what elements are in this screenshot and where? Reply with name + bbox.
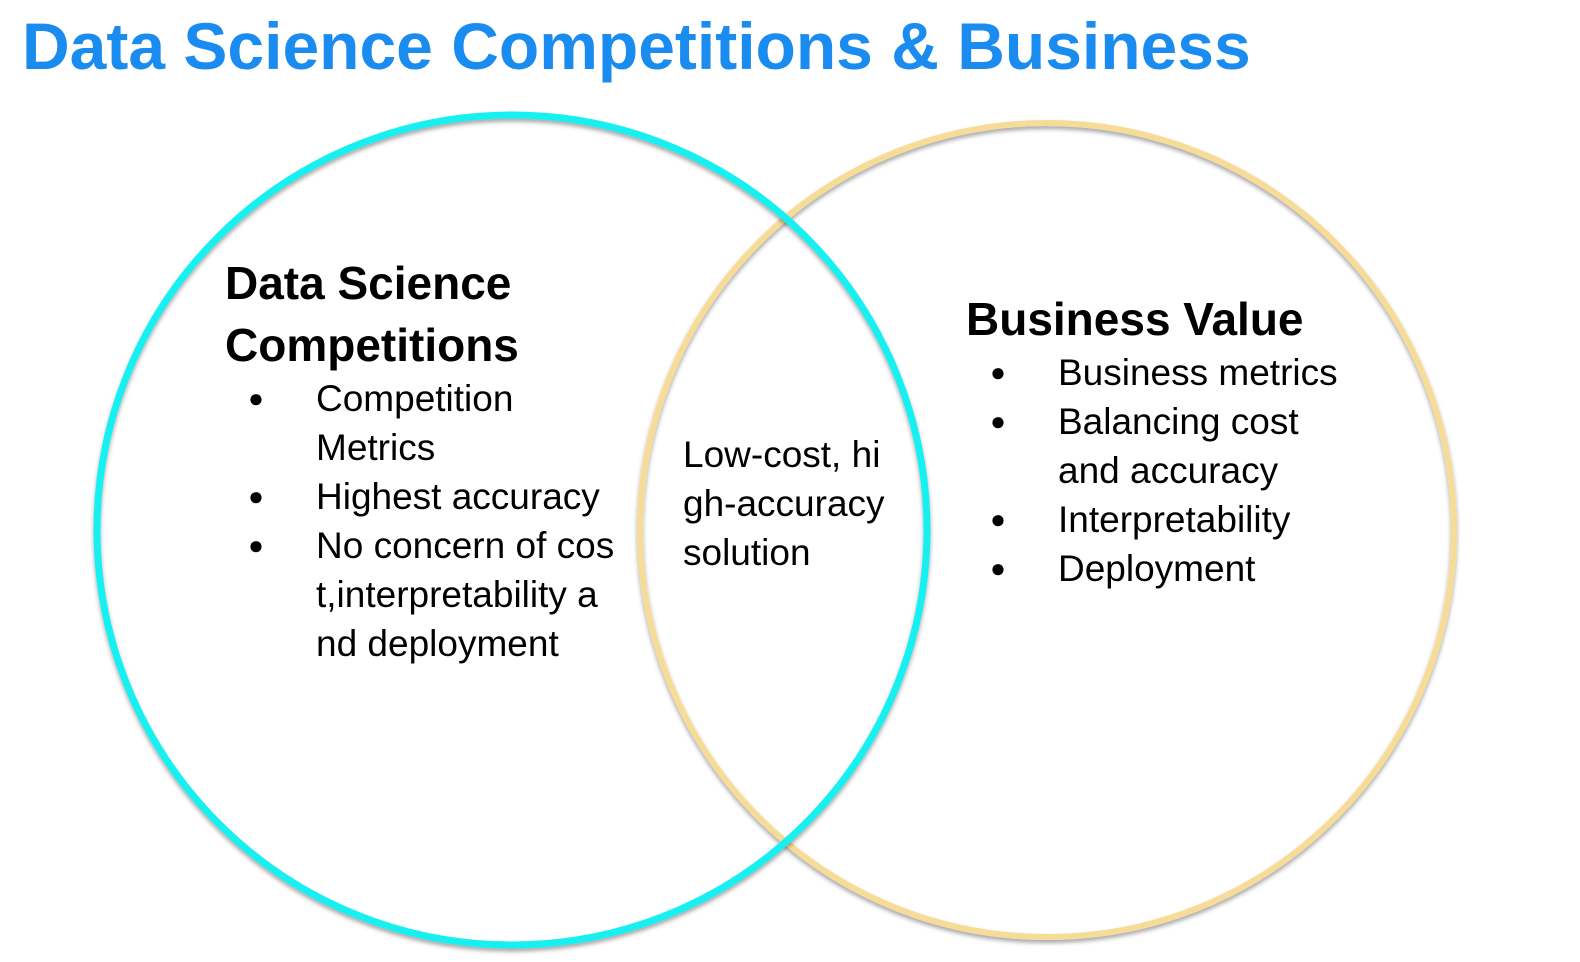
data-science-competitions-circle — [93, 111, 931, 949]
bullet-icon: ● — [990, 406, 1006, 436]
list-item: ●Highest accuracy — [246, 472, 616, 521]
data-science-competitions-heading: Data Science Competitions — [225, 257, 519, 371]
bullet-icon: ● — [990, 357, 1006, 387]
business-value-list: ●Business metrics ●Balancing cost and ac… — [988, 348, 1368, 593]
bullet-icon: ● — [990, 504, 1006, 534]
list-item: ●Competition Metrics — [246, 374, 616, 472]
bullet-icon: ● — [248, 383, 264, 413]
data-science-competitions-list: ●Competition Metrics ●Highest accuracy ●… — [246, 374, 616, 668]
list-item: ●Balancing cost and accuracy — [988, 397, 1368, 495]
bullet-icon: ● — [990, 553, 1006, 583]
overlap-label: Low-cost, high-accuracy solution — [683, 434, 885, 573]
list-item: ●Interpretability — [988, 495, 1368, 544]
business-value-heading: Business Value — [966, 293, 1304, 345]
list-item: ●Business metrics — [988, 348, 1368, 397]
list-item: ●Deployment — [988, 544, 1368, 593]
business-value-circle — [637, 120, 1457, 940]
bullet-icon: ● — [248, 481, 264, 511]
list-item: ●No concern of cost,interpretability and… — [246, 521, 616, 668]
bullet-icon: ● — [248, 530, 264, 560]
diagram-title: Data Science Competitions & Business — [22, 9, 1251, 83]
